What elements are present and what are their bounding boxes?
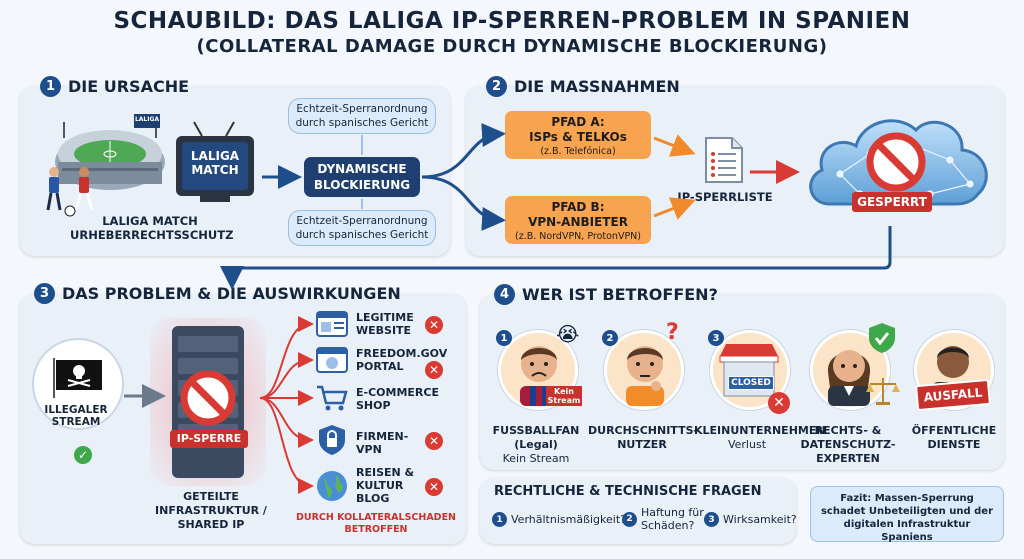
blocked-banner: GESPERRT (852, 192, 932, 212)
person-label-3: KLEINUNTERNEHMEN Verlust (694, 424, 826, 452)
document-list-icon (705, 137, 743, 183)
path-b-title: PFAD B: (551, 200, 605, 214)
path-b-box: PFAD B: VPN-ANBIETER (z.B. NordVPN, Prot… (505, 196, 651, 244)
stadium-sign: LALIGA (134, 116, 160, 123)
thinking-user-icon (626, 346, 664, 406)
shield-lock-icon (319, 425, 345, 455)
crying-emoji-icon: 😭 (556, 322, 580, 346)
check-icon: ✓ (74, 446, 92, 464)
shield-check-icon (869, 323, 895, 353)
person-title: KLEINUNTERNEHMEN (694, 424, 826, 437)
person-title: FUSSBALLFAN (Legal) (492, 424, 580, 451)
target-label: FREEDOM.GOV PORTAL (356, 347, 448, 373)
legal-expert-icon (827, 350, 871, 406)
person-subtitle: Verlust (727, 438, 767, 451)
page-title: SCHAUBILD: DAS LALIGA IP-SPERREN-PROBLEM… (113, 8, 911, 34)
path-a-note: (z.B. Telefónica) (540, 146, 616, 157)
person-label-1: FUSSBALLFAN (Legal) Kein Stream (486, 424, 586, 466)
target-label: FIRMEN-VPN (356, 430, 409, 456)
target-label: E-COMMERCE SHOP (356, 386, 439, 412)
person-number: 2 (602, 330, 618, 346)
question-number: 1 (492, 512, 507, 527)
person-label-5: ÖFFENTLICHE DIENSTE (906, 424, 1002, 452)
question-item-2: 2 Haftung für Schäden? (622, 506, 706, 532)
question-number: 2 (622, 511, 637, 527)
person-title: DURCHSCHNITTS-NUTZER (588, 424, 699, 451)
question-text: Wirksamkeit? (723, 513, 797, 526)
ip-blocklist-label: IP-SPERRLISTE (677, 190, 773, 204)
gov-portal-icon (316, 347, 348, 373)
question-item-3: 3 Wirksamkeit? (704, 512, 797, 527)
questions-title: RECHTLICHE & TECHNISCHE FRAGEN (494, 484, 762, 499)
path-a-title: PFAD A: (551, 115, 605, 129)
closed-sign: CLOSED (728, 376, 774, 390)
conclusion-text: Fazit: Massen-Sperrung schadet Unbeteili… (820, 493, 994, 543)
path-b-note: (z.B. NordVPN, ProtonVPN) (514, 231, 641, 242)
illegal-stream-label: ILLEGALER STREAM (44, 404, 108, 428)
x-icon: ✕ (425, 361, 443, 379)
section-title: DIE MASSNAHMEN (514, 77, 680, 96)
person-title: ÖFFENTLICHE DIENSTE (911, 424, 997, 451)
target-label: LEGITIME WEBSITE (356, 311, 414, 337)
tv-icon (176, 121, 254, 202)
scales-icon (866, 378, 900, 405)
section-number: 2 (486, 76, 507, 97)
page-subtitle: (COLLATERAL DAMAGE DURCH DYNAMISCHE BLOC… (196, 36, 828, 57)
cause-caption: LALIGA MATCH URHEBERRECHTSSCHUTZ (70, 214, 234, 242)
conclusion-box: Fazit: Massen-Sperrung schadet Unbeteili… (810, 486, 1004, 543)
collateral-note: DURCH KOLLATERALSCHADEN BETROFFEN (296, 512, 457, 535)
x-icon: ✕ (425, 478, 443, 496)
path-a-box: PFAD A: ISPs & TELKOs (z.B. Telefónica) (505, 111, 651, 159)
section-title: DIE URSACHE (68, 77, 190, 96)
person-subtitle: Kein Stream (502, 452, 570, 465)
section-number: 3 (34, 283, 55, 304)
no-stream-tag: Kein Stream (546, 386, 582, 406)
x-icon: ✕ (768, 392, 790, 414)
blocked-cloud-icon (809, 119, 988, 206)
person-label-4: RECHTS- & DATENSCHUTZ-EXPERTEN (798, 424, 898, 466)
court-order-bubble-top: Echtzeit-Sperranordnung durch spanisches… (288, 98, 436, 134)
pirate-flag-icon (53, 358, 102, 398)
section-title: DAS PROBLEM & DIE AUSWIRKUNGEN (62, 284, 401, 303)
path-b-subtitle: VPN-ANBIETER (528, 215, 628, 229)
section-2-header: 2 DIE MASSNAHMEN (486, 76, 680, 97)
person-number: 3 (708, 330, 724, 346)
globe-icon (317, 471, 347, 501)
question-number: 3 (704, 512, 719, 527)
section-title: WER IST BETROFFEN? (522, 285, 718, 304)
question-item-1: 1 Verhältnismäßigkeit? (492, 512, 626, 527)
cart-icon (317, 385, 348, 411)
shared-infrastructure-label: GETEILTE INFRASTRUKTUR / SHARED IP (155, 490, 267, 531)
tv-text: LALIGA MATCH (190, 149, 240, 177)
section-3-header: 3 DAS PROBLEM & DIE AUSWIRKUNGEN (34, 283, 401, 304)
ip-block-banner: IP-SPERRE (170, 430, 248, 448)
question-text: Haftung für Schäden? (641, 506, 704, 532)
person-number: 1 (496, 330, 512, 346)
server-icon (172, 326, 244, 478)
section-number: 1 (40, 76, 61, 97)
section-number: 4 (494, 284, 515, 305)
path-a-subtitle: ISPs & TELKOs (529, 130, 627, 144)
section-4-header: 4 WER IST BETROFFEN? (494, 284, 718, 305)
question-text: Verhältnismäßigkeit? (511, 513, 626, 526)
browser-icon (316, 311, 348, 337)
dynamic-blocking-box: DYNAMISCHE BLOCKIERUNG (304, 157, 420, 197)
section-1-header: 1 DIE URSACHE (40, 76, 189, 97)
panel-questions (480, 478, 796, 544)
court-order-bubble-bottom: Echtzeit-Sperranordnung durch spanisches… (288, 210, 436, 246)
target-label: REISEN & KULTUR BLOG (356, 466, 415, 505)
x-icon: ✕ (425, 432, 443, 450)
person-label-2: DURCHSCHNITTS-NUTZER (588, 424, 699, 452)
players-icon (46, 167, 94, 217)
x-icon: ✕ (425, 316, 443, 334)
question-mark-icon: ? (666, 320, 679, 345)
person-title: RECHTS- & DATENSCHUTZ-EXPERTEN (800, 424, 896, 465)
